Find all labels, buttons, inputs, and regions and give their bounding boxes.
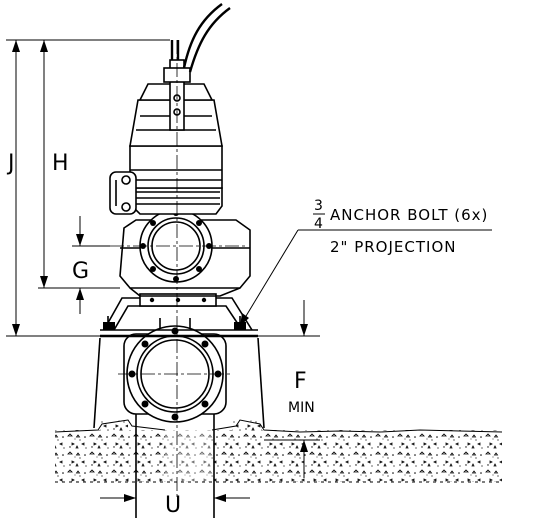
dimension-g-label: G <box>72 259 89 284</box>
anchor-bolt-label: ANCHOR BOLT (6x) <box>330 206 488 224</box>
cable-entry <box>163 3 231 131</box>
dimension-j-label: J <box>6 151 15 176</box>
anchor-bolt-leader <box>239 213 492 327</box>
dimension-u-label: U <box>165 493 181 518</box>
lifting-lug <box>109 171 137 215</box>
anchor-bolt-fraction-numerator: 3 <box>314 198 323 214</box>
concrete-foundation <box>54 337 503 483</box>
centerlines <box>110 40 245 500</box>
dimension-u <box>100 494 250 502</box>
dimension-j <box>6 39 170 337</box>
base-stand <box>100 293 258 338</box>
dimension-f-qualifier: MIN <box>288 400 315 416</box>
anchor-bolt-fraction-denominator: 4 <box>314 216 323 232</box>
dimension-h-label: H <box>52 151 69 176</box>
projection-label: 2" PROJECTION <box>330 238 456 256</box>
dimension-h <box>38 40 120 289</box>
dimension-g <box>72 216 110 314</box>
dimension-f-label: F <box>294 369 307 394</box>
dimension-f <box>258 300 320 478</box>
